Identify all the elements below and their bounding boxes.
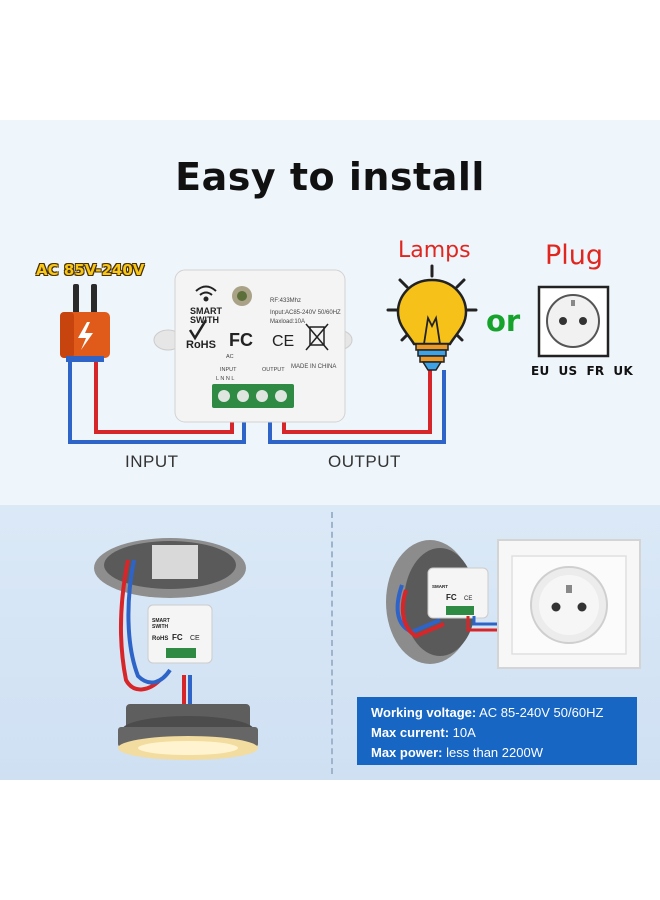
spec-working-voltage: Working voltage: AC 85-240V 50/60HZ xyxy=(371,703,623,723)
device-input-spec: Input:AC85-240V 50/60HZ xyxy=(270,310,341,316)
svg-text:SMART: SMART xyxy=(152,618,170,624)
check-mark-icon xyxy=(188,319,208,341)
svg-text:FC: FC xyxy=(446,593,457,602)
spec-key: Max power: xyxy=(371,745,443,760)
output-live-wire xyxy=(282,370,432,434)
svg-text:CE: CE xyxy=(464,596,472,602)
device-rf: RF:433Mhz xyxy=(270,298,301,304)
device-terminal-labels: L N N L xyxy=(216,376,234,382)
device-made-in: MADE IN CHINA xyxy=(291,364,336,370)
page-title: Easy to install xyxy=(175,155,485,199)
output-neutral-wire xyxy=(268,370,446,444)
device-rohs: RoHS xyxy=(186,339,216,351)
ceiling-light-icon: SMART SWITH RoHS FC CE xyxy=(94,538,258,760)
specs-panel: Working voltage: AC 85-240V 50/60HZ Max … xyxy=(357,697,637,765)
wall-socket-icon: SMART FC CE xyxy=(386,539,641,669)
device-input-small: INPUT xyxy=(220,367,237,373)
recycle-bin-crossed-icon xyxy=(305,323,329,351)
power-voltage-label: AC 85V-240V xyxy=(36,261,145,279)
spec-value: 10A xyxy=(449,725,476,740)
or-label: or xyxy=(486,304,521,338)
spec-value: AC 85-240V 50/60HZ xyxy=(476,705,604,720)
device-output-small: OUTPUT xyxy=(262,367,285,373)
device-ac: AC xyxy=(226,354,234,360)
svg-text:SWITH: SWITH xyxy=(152,624,168,630)
spec-max-power: Max power: less than 2200W xyxy=(371,743,623,763)
spec-key: Working voltage: xyxy=(371,705,477,720)
socket-icon xyxy=(537,285,610,358)
svg-text:RoHS: RoHS xyxy=(152,636,168,642)
device-brand-line1: SMART xyxy=(190,306,222,316)
spec-key: Max current: xyxy=(371,725,450,740)
photo-divider xyxy=(331,512,333,774)
input-live-wire xyxy=(94,355,234,434)
device-fc: FC xyxy=(229,330,253,350)
device-ce: CE xyxy=(272,333,294,350)
device-brand-line2: SWITH xyxy=(190,315,219,325)
input-label: INPUT xyxy=(125,452,179,471)
svg-text:FC: FC xyxy=(172,633,183,642)
input-neutral-wire xyxy=(68,355,246,444)
bulb-icon xyxy=(386,264,478,371)
power-plug-icon xyxy=(60,284,110,362)
svg-text:CE: CE xyxy=(190,635,200,642)
svg-text:SMART: SMART xyxy=(432,584,448,589)
smart-switch-device xyxy=(153,269,353,423)
plug-standards-label: EU US FR UK xyxy=(531,364,634,378)
spec-value: less than 2200W xyxy=(442,745,543,760)
lamps-label: Lamps xyxy=(398,238,471,263)
bolt-icon xyxy=(78,322,93,350)
device-maxload: Maxload:10A xyxy=(270,319,305,325)
output-label: OUTPUT xyxy=(328,452,401,471)
wifi-icon xyxy=(195,285,217,302)
plug-label: Plug xyxy=(545,240,604,271)
spec-max-current: Max current: 10A xyxy=(371,723,623,743)
